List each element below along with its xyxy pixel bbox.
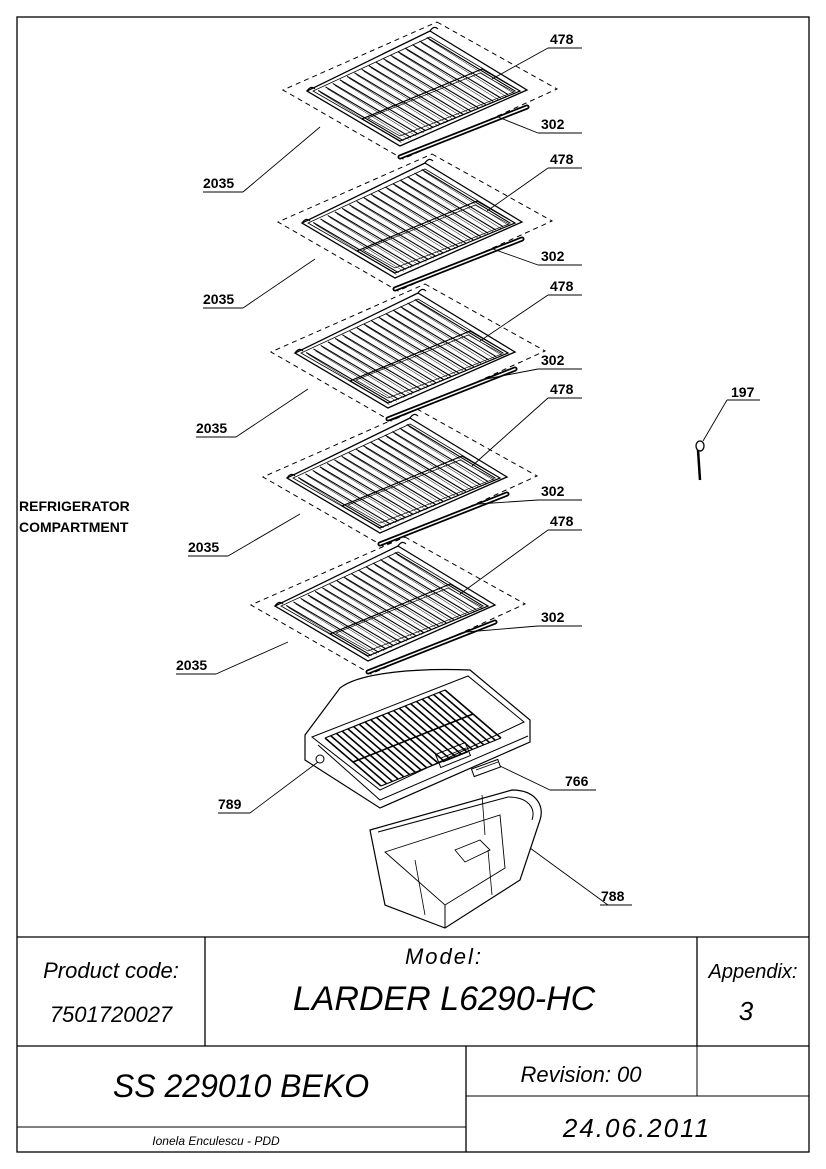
callout-crisper-box: 788: [601, 888, 625, 904]
callout-hook: 197: [731, 384, 755, 400]
product-code-label: Product code:: [43, 958, 179, 983]
callout-cover-insert: 766: [565, 773, 589, 789]
callout-shelf: 2035: [203, 291, 234, 307]
shelf-assembly: 478 302 2035: [203, 151, 582, 309]
shelf-tray: [360, 68, 522, 142]
section-label-line-2: COMPARTMENT: [19, 519, 129, 535]
cover-grid: [324, 689, 502, 787]
callout-strip: 302: [541, 248, 565, 264]
shelf-envelope: [281, 21, 559, 160]
shelf-tray: [355, 200, 517, 274]
crisper-box: [369, 789, 542, 929]
crisper-cover-leader: [218, 754, 325, 814]
callout-strip: 302: [541, 483, 565, 499]
callout-tray: 478: [550, 151, 574, 167]
hook-part: [695, 399, 760, 481]
callout-shelf: 2035: [188, 539, 219, 555]
title-block: [17, 936, 809, 1152]
callout-shelf: 2035: [203, 175, 234, 191]
model-value: LARDER L6290-HC: [293, 980, 596, 1018]
shelf-envelope: [276, 153, 554, 292]
shelf-stack: 478 302 2035 478 302 2035 478 302 2035 478 302 2035…: [176, 21, 582, 675]
cover-insert: [470, 758, 596, 791]
revision: Revision: 00: [520, 1062, 642, 1087]
drawing-frame: [16, 16, 810, 1153]
product-code-value: 7501720027: [50, 1002, 173, 1027]
callout-crisper-cover: 789: [218, 796, 242, 812]
shelf-assembly: 478 302 2035: [188, 381, 582, 557]
author: Ionela Enculescu - PDD: [152, 1134, 280, 1148]
callout-shelf: 2035: [196, 420, 227, 436]
section-label-line-1: REFRIGERATOR: [19, 498, 130, 514]
ss-number: SS 229010 BEKO: [113, 1068, 369, 1104]
callout-shelf: 2035: [176, 657, 207, 673]
callout-tray: 478: [550, 381, 574, 397]
callout-strip: 302: [541, 609, 565, 625]
appendix-value: 3: [739, 996, 754, 1026]
shelf-assembly: 478 302 2035: [176, 513, 582, 675]
callout-strip: 302: [541, 116, 565, 132]
shelf-envelope: [269, 283, 547, 422]
shelf-envelope: [261, 408, 539, 547]
callout-strip: 302: [541, 352, 565, 368]
shelf-assembly: 478 302 2035: [196, 278, 582, 438]
model-label: Model:: [405, 944, 483, 969]
shelf-tray: [340, 455, 502, 529]
shelf-envelope: [249, 536, 527, 675]
callout-tray: 478: [550, 31, 574, 47]
appendix-label: Appendix:: [708, 961, 798, 983]
shelf-tray: [328, 583, 490, 657]
shelf-assembly: 478 302 2035: [203, 21, 582, 193]
shelf-tray: [348, 330, 510, 404]
callout-tray: 478: [550, 278, 574, 294]
callout-tray: 478: [550, 513, 574, 529]
date: 24.06.2011: [562, 1113, 711, 1143]
crisper-cover: [304, 668, 531, 809]
